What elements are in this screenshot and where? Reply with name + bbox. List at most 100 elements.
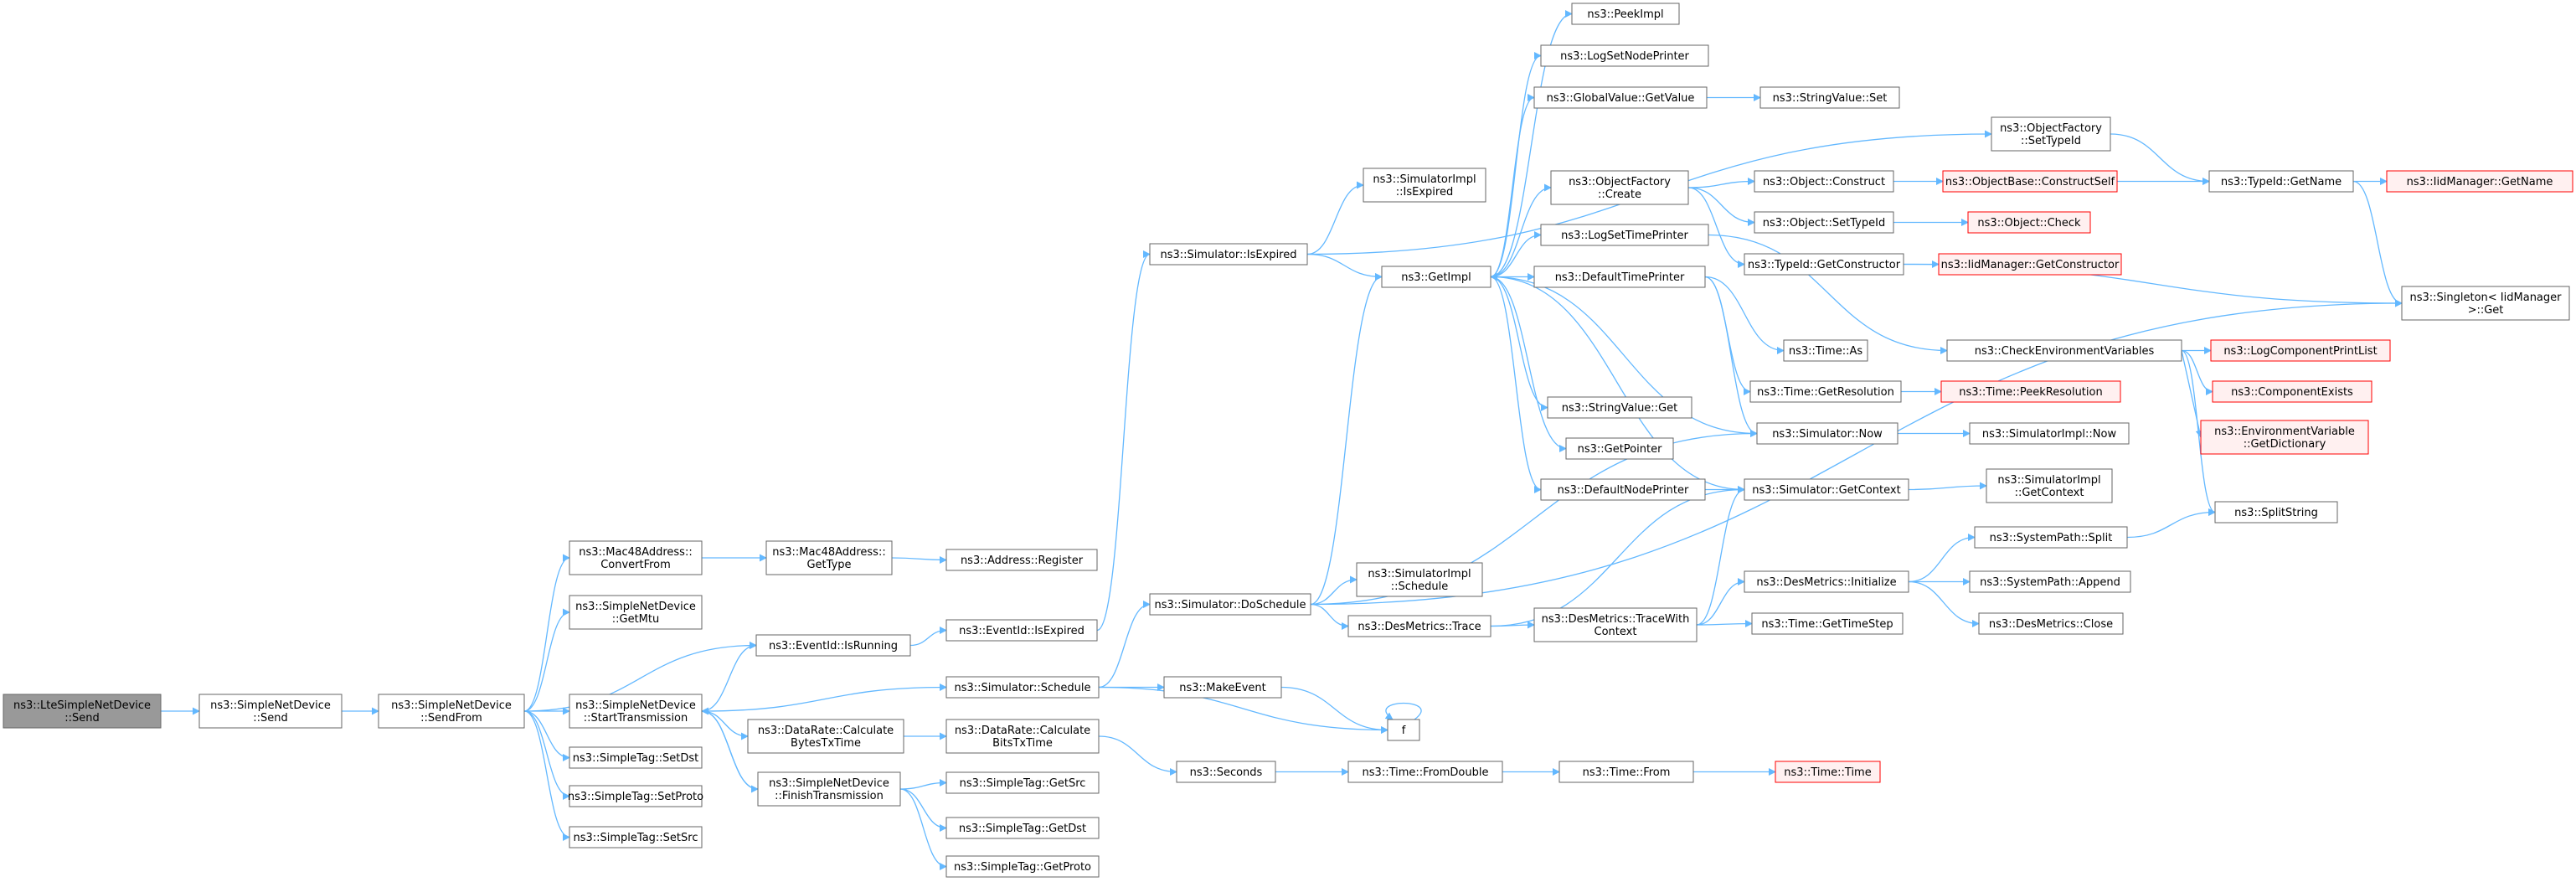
edge-drBits-to-seconds [1098,735,1177,776]
node-simIsExpired[interactable]: ns3::Simulator::IsExpired [1149,243,1308,266]
node-logSetNodePrinter[interactable]: ns3::LogSetNodePrinter [1540,44,1709,67]
node-setProto[interactable]: ns3::SimpleTag::SetProto [568,785,703,807]
node-simSchedule[interactable]: ns3::Simulator::Schedule [945,676,1100,699]
edge-startTx-to-simSchedule [701,683,947,712]
node-fnode[interactable]: f [1387,719,1420,741]
node-label: ns3::DesMetrics::TraceWith [1542,613,1690,626]
node-defaultNodePrinter[interactable]: ns3::DefaultNodePrinter [1540,478,1706,501]
node-simImplGetContext[interactable]: ns3::SimulatorImpl::GetContext [1986,468,2113,503]
node-label: ns3::SimpleTag::GetSrc [960,777,1086,790]
node-box [2401,286,2570,321]
node-label: ns3::IidManager::GetConstructor [1941,259,2120,271]
node-tidGetConstructor[interactable]: ns3::TypeId::GetConstructor [1744,253,1904,276]
node-simGetContext[interactable]: ns3::Simulator::GetContext [1744,478,1909,501]
node-envVarGetDict[interactable]: ns3::EnvironmentVariable::GetDictionary [2200,420,2369,455]
node-spAppend[interactable]: ns3::SystemPath::Append [1969,570,2131,593]
node-box [1744,253,1904,276]
node-timePeekResolution[interactable]: ns3::Time::PeekResolution [1940,380,2121,403]
node-box [1986,468,2113,503]
node-timeFromDouble[interactable]: ns3::Time::FromDouble [1347,761,1503,783]
node-getProto[interactable]: ns3::SimpleTag::GetProto [945,855,1100,878]
node-ofSetTypeId[interactable]: ns3::ObjectFactory::SetTypeId [1991,116,2111,152]
node-finishTx[interactable]: ns3::SimpleNetDevice::FinishTransmission [757,771,901,807]
node-logSetTimePrinter[interactable]: ns3::LogSetTimePrinter [1540,224,1709,246]
node-sndSend[interactable]: ns3::SimpleNetDevice::Send [198,694,343,729]
node-timeAs[interactable]: ns3::Time::As [1783,339,1868,362]
node-simImplIsExpired[interactable]: ns3::SimulatorImpl::IsExpired [1363,168,1486,203]
node-peekImpl[interactable]: ns3::PeekImpl [1571,3,1680,25]
node-objCheck[interactable]: ns3::Object::Check [1967,211,2091,234]
node-label: ns3::GetPointer [1578,443,1662,456]
node-getSrc[interactable]: ns3::SimpleTag::GetSrc [945,771,1100,794]
node-desInitialize[interactable]: ns3::DesMetrics::Initialize [1744,570,1909,593]
node-tidGetName[interactable]: ns3::TypeId::GetName [2208,170,2354,193]
node-splitString[interactable]: ns3::SplitString [2214,501,2338,524]
node-addrRegister[interactable]: ns3::Address::Register [945,549,1098,571]
node-macGetType[interactable]: ns3::Mac48Address::GetType [765,540,893,575]
node-label: ns3::Address::Register [961,554,1084,567]
node-defaultTimePrinter[interactable]: ns3::DefaultTimePrinter [1533,266,1706,288]
node-timeGetResolution[interactable]: ns3::Time::GetResolution [1749,380,1902,403]
node-objConstruct[interactable]: ns3::Object::Construct [1754,170,1894,193]
node-box [2386,170,2573,193]
node-startTx[interactable]: ns3::SimpleNetDevice::StartTransmission [569,694,703,729]
edge-simSchedule-to-fnode [1098,686,1388,735]
node-simDoSchedule[interactable]: ns3::Simulator::DoSchedule [1149,593,1311,616]
node-box [2208,170,2354,193]
node-logComponentPrintList[interactable]: ns3::LogComponentPrintList [2210,339,2391,362]
node-box [747,719,904,754]
nodes-layer: ns3::LteSimpleNetDevice::Sendns3::Simple… [3,3,2573,878]
node-label: ns3::ObjectFactory [1569,176,1671,188]
edge-evIsRunning-to-evIsExpired [909,626,947,647]
node-box [1565,437,1674,460]
node-setSrc[interactable]: ns3::SimpleTag::SetSrc [569,826,703,848]
edge-getImpl-to-logSetTimePrinter [1490,230,1542,278]
node-box [945,549,1098,571]
edge-checkEnvVars-to-splitString [2181,349,2216,516]
edge-fnode-to-fnode [1384,702,1422,720]
node-root[interactable]: ns3::LteSimpleNetDevice::Send [3,694,162,729]
node-simImplSchedule[interactable]: ns3::SimulatorImpl::Schedule [1356,562,1483,597]
node-timeTime[interactable]: ns3::Time::Time [1775,761,1881,783]
node-ofCreate[interactable]: ns3::ObjectFactory::Create [1550,170,1689,205]
node-setDst[interactable]: ns3::SimpleTag::SetDst [569,746,703,769]
node-evIsExpired[interactable]: ns3::EventId::IsExpired [945,619,1098,642]
node-desClose[interactable]: ns3::DesMetrics::Close [1978,612,2124,635]
node-label: ns3::ObjectBase::ConstructSelf [1945,176,2115,188]
node-evIsRunning[interactable]: ns3::EventId::IsRunning [755,634,911,657]
edge-desTraceWith-to-simGetContext [1696,485,1745,626]
node-iidGetName[interactable]: ns3::IidManager::GetName [2386,170,2573,193]
node-box [1754,211,1894,234]
node-seconds[interactable]: ns3::Seconds [1176,761,1276,783]
node-checkEnvVars[interactable]: ns3::CheckEnvironmentVariables [1946,339,2182,362]
node-label: ns3::SimpleNetDevice [769,777,889,790]
node-box [945,817,1100,839]
node-getImpl[interactable]: ns3::GetImpl [1381,266,1492,288]
node-timeFrom[interactable]: ns3::Time::From [1558,761,1694,783]
node-macConvert[interactable]: ns3::Mac48Address::ConvertFrom [569,540,703,575]
node-timeGetTimeStep[interactable]: ns3::Time::GetTimeStep [1751,612,1904,635]
node-label: ::GetContext [2015,487,2084,499]
node-simImplNow[interactable]: ns3::SimulatorImpl::Now [1969,422,2130,445]
node-gvGetValue[interactable]: ns3::GlobalValue::GetValue [1533,86,1708,109]
node-desTrace[interactable]: ns3::DesMetrics::Trace [1347,615,1492,637]
node-makeEvent[interactable]: ns3::MakeEvent [1163,676,1282,699]
node-objSetTypeId[interactable]: ns3::Object::SetTypeId [1754,211,1894,234]
node-objBaseConstructSelf[interactable]: ns3::ObjectBase::ConstructSelf [1942,170,2118,193]
node-sndSendFrom[interactable]: ns3::SimpleNetDevice::SendFrom [378,694,525,729]
node-simNow[interactable]: ns3::Simulator::Now [1756,422,1899,445]
node-svSet[interactable]: ns3::StringValue::Set [1759,86,1900,109]
node-svGet[interactable]: ns3::StringValue::Get [1547,396,1692,419]
node-iidGetConstructor[interactable]: ns3::IidManager::GetConstructor [1938,253,2122,276]
node-getMtu[interactable]: ns3::SimpleNetDevice::GetMtu [569,595,703,630]
node-label: ns3::DesMetrics::Close [1989,618,2113,631]
node-componentExists[interactable]: ns3::ComponentExists [2212,380,2372,403]
node-singletonGet[interactable]: ns3::Singleton< IidManager>::Get [2401,286,2570,321]
node-getPointer[interactable]: ns3::GetPointer [1565,437,1674,460]
node-getDst[interactable]: ns3::SimpleTag::GetDst [945,817,1100,839]
node-spSplit[interactable]: ns3::SystemPath::Split [1974,526,2128,549]
